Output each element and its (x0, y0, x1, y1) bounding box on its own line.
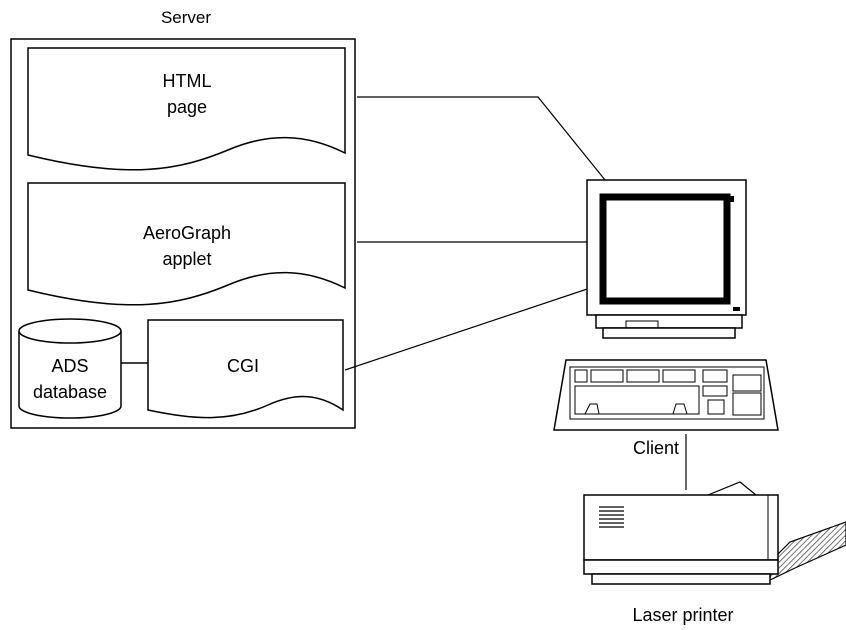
keyboard-icon (553, 359, 779, 431)
cgi-document: CGI (147, 319, 344, 419)
laser-printer-icon (583, 481, 846, 585)
cgi-label: CGI (227, 356, 259, 376)
html-page-document: HTML page (27, 47, 346, 171)
database-label-line1: ADS (51, 356, 88, 376)
aerograph-applet-document: AeroGraph applet (27, 182, 346, 306)
applet-label-line2: applet (162, 249, 211, 269)
monitor-icon (586, 179, 747, 339)
client-label: Client (633, 438, 679, 458)
html-page-label-line1: HTML (163, 71, 212, 91)
server-box (10, 38, 356, 429)
html-page-label-line2: page (167, 97, 207, 117)
laser-printer-label: Laser printer (632, 605, 733, 625)
server-title: Server (161, 8, 211, 27)
applet-label-line1: AeroGraph (143, 223, 231, 243)
database-label-line2: database (33, 382, 107, 402)
ads-database-cylinder: ADS database (18, 318, 122, 419)
